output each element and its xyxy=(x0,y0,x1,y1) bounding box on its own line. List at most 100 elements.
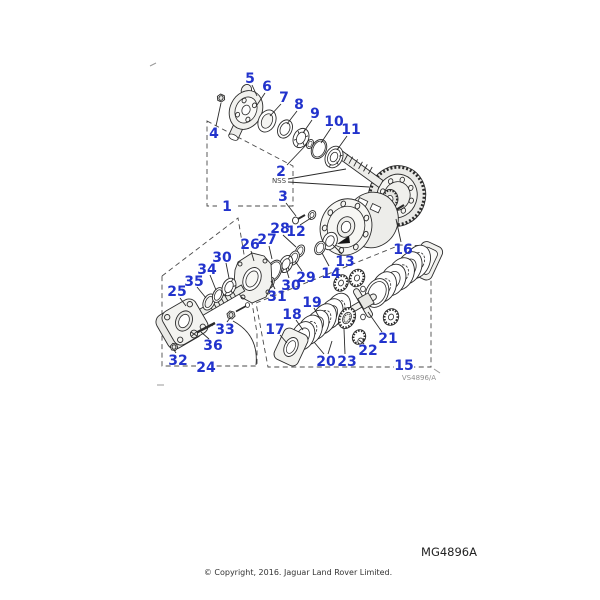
leader-line-19 xyxy=(313,307,320,318)
callout-30: 30 xyxy=(281,278,301,294)
lsd-clutch-stack-right xyxy=(364,244,431,308)
registration-ticks xyxy=(149,62,441,386)
leader-line-34 xyxy=(209,274,217,291)
leader-line-21 xyxy=(367,311,383,333)
leader-line-35 xyxy=(196,286,207,299)
callout-27: 27 xyxy=(257,232,276,248)
lsd-side-gear xyxy=(337,307,357,329)
group-boxes xyxy=(161,120,432,368)
callout-13: 13 xyxy=(335,254,354,270)
lsd-cross-shafts xyxy=(349,285,377,321)
leader-line-32 xyxy=(173,349,177,354)
callout-25: 25 xyxy=(167,284,186,300)
carrier-bearing-left xyxy=(221,277,237,297)
group-box-24 xyxy=(161,217,258,367)
differential-case xyxy=(314,191,399,256)
pinion-outer-bearing xyxy=(292,127,310,149)
leader-line-31 xyxy=(270,280,276,290)
callout-17: 17 xyxy=(265,322,284,338)
leader-line-7 xyxy=(269,103,282,117)
pinion-washer xyxy=(277,119,293,139)
leader-line-16 xyxy=(395,218,402,243)
lsd-bevel-gear-top-left xyxy=(333,274,349,292)
callout-18: 18 xyxy=(282,307,301,323)
callout-11: 11 xyxy=(341,122,360,138)
callout-29: 29 xyxy=(296,270,315,286)
flange-ring xyxy=(211,287,225,303)
callout-30: 30 xyxy=(212,250,232,266)
sheet-watermark: VS4896/A xyxy=(402,374,436,382)
callout-32: 32 xyxy=(168,353,187,369)
orientation-arrow xyxy=(337,236,350,244)
callout-backing-1 xyxy=(217,198,237,213)
callout-14: 14 xyxy=(321,266,341,282)
callout-9: 9 xyxy=(310,106,320,122)
leader-line-30 xyxy=(285,267,290,279)
callout-15: 15 xyxy=(394,358,413,374)
callout-31: 31 xyxy=(267,289,286,305)
nss-label: NSS xyxy=(272,177,287,185)
copyright-text: © Copyright, 2016. Jaguar Land Rover Lim… xyxy=(203,568,393,577)
companion-flange xyxy=(228,84,264,141)
leader-line-14 xyxy=(321,252,330,267)
diff-hub-bearing xyxy=(314,231,338,256)
callout-21: 21 xyxy=(378,331,397,347)
leader-line-18 xyxy=(295,319,304,331)
leader-line-4 xyxy=(215,102,222,127)
lsd-bevel-gear-right xyxy=(382,308,400,326)
leader-line-12 xyxy=(299,217,312,226)
leader-line-33 xyxy=(226,317,231,323)
callout-26: 26 xyxy=(240,237,259,253)
leader-line-26 xyxy=(250,250,255,262)
leader-line-9 xyxy=(302,119,313,134)
callout-16: 16 xyxy=(393,242,412,258)
figure-code: MG4896A xyxy=(421,545,477,559)
carrier-bearing-right xyxy=(278,254,294,274)
case-washer xyxy=(307,210,317,220)
leader-line-20 xyxy=(327,340,333,355)
lsd-bevel-gear-top xyxy=(348,268,366,288)
callout-1: 1 xyxy=(222,199,232,215)
leader-line-25 xyxy=(179,297,187,307)
leader-line-28 xyxy=(282,234,297,248)
leader-line-8 xyxy=(286,110,298,125)
callout-22: 22 xyxy=(358,343,377,359)
group-box-15 xyxy=(255,244,432,368)
callout-34: 34 xyxy=(197,262,217,278)
callout-12: 12 xyxy=(286,224,305,240)
callout-23: 23 xyxy=(337,354,356,370)
callout-35: 35 xyxy=(184,274,203,290)
callout-19: 19 xyxy=(302,295,321,311)
leader-line-29 xyxy=(294,260,303,272)
reference-curve xyxy=(232,320,257,366)
flange-bolt xyxy=(189,321,216,339)
callout-2: 2 xyxy=(276,164,286,180)
callout-5: 5 xyxy=(245,71,255,87)
callout-36: 36 xyxy=(203,338,222,354)
callout-backing-15 xyxy=(394,357,414,372)
leader-line-20 xyxy=(313,341,325,355)
leader-line-5 xyxy=(251,84,258,97)
nss-note: NSS xyxy=(272,168,370,188)
pinion-nut xyxy=(216,93,226,103)
callout-7: 7 xyxy=(279,90,289,106)
leader-line-30 xyxy=(225,262,230,279)
leader-line-13 xyxy=(332,244,343,255)
leader-line-3 xyxy=(285,202,297,217)
leader-line-11 xyxy=(336,135,348,151)
leader-line-36 xyxy=(200,331,210,340)
callout-3: 3 xyxy=(278,189,288,205)
case-bolt xyxy=(292,214,306,225)
pinion-oil-seal xyxy=(257,109,277,133)
leader-line-22 xyxy=(358,339,365,345)
group-box-1 xyxy=(206,120,294,207)
callout-24: 24 xyxy=(196,360,216,376)
callout-33: 33 xyxy=(215,322,234,338)
leader-line-10 xyxy=(320,127,332,144)
shaft-nut xyxy=(226,302,250,320)
callout-20: 20 xyxy=(316,354,336,370)
leader-line-23 xyxy=(343,328,346,355)
